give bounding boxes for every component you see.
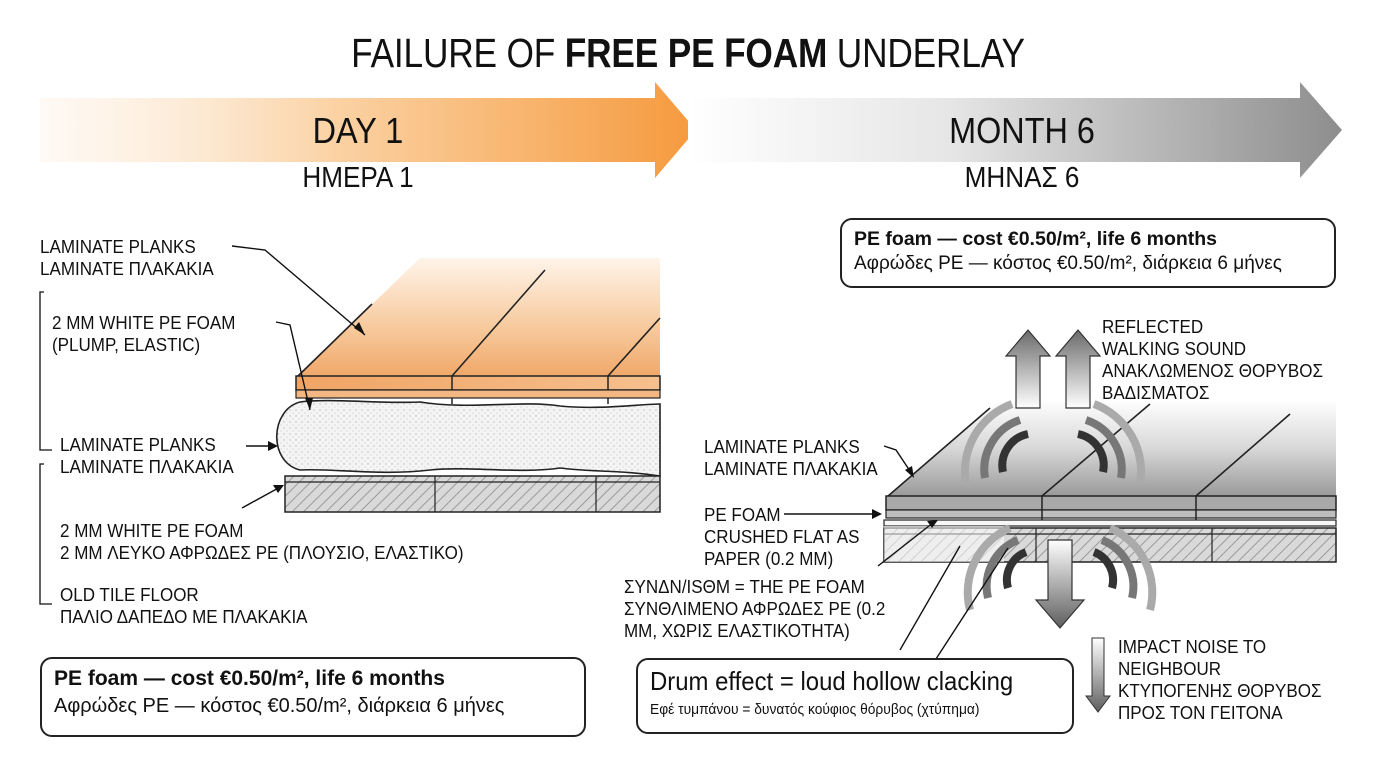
cost-box-month6-line1: PE foam — cost €0.50/m², life 6 months — [854, 228, 1218, 250]
day1-subheader: ΗΜΕΡΑ 1 — [302, 162, 414, 194]
impact-noise-arrow — [1034, 539, 1086, 629]
month6-header: MONTH 6 — [949, 110, 1095, 151]
day1-arrow — [40, 82, 696, 178]
drum-effect-line2: Εφέ τυμπάνου = δυνατός κούφιος θόρυβος (… — [650, 701, 980, 718]
label-laminate-planks-mid: LAMINATE PLANKS LAMINATE ΠΛΑΚΑΚΙΑ — [60, 434, 234, 477]
label-laminate-planks-top: LAMINATE PLANKS LAMINATE ΠΛΑΚΑΚΙΑ — [40, 236, 214, 279]
reflected-sound-arrow-right — [1054, 329, 1102, 409]
page-title: FAILURE OF FREE PE FOAM UNDERLAY — [351, 30, 1025, 76]
reflected-sound-arrow-left — [1004, 329, 1052, 409]
cost-box-day1: PE foam — cost €0.50/m², life 6 months Α… — [40, 657, 586, 737]
label-laminate-planks-right: LAMINATE PLANKS LAMINATE ΠΛΑΚΑΚΙΑ — [704, 436, 878, 479]
cost-box-day1-line2: Αφρώδες PE — κόστος €0.50/m², διάρκεια 6… — [54, 695, 505, 717]
label-impact-noise: IMPACT NOISE TO NEIGHBOUR ΚΤΥΠΟΓΕΝΗΣ ΘΟΡ… — [1118, 636, 1322, 723]
cost-box-month6: PE foam — cost €0.50/m², life 6 months Α… — [840, 218, 1336, 288]
impact-legend-arrow — [1085, 637, 1111, 713]
drum-effect-line1: Drum effect = loud hollow clacking — [650, 666, 1014, 696]
month6-arrow — [688, 82, 1342, 178]
label-crushed-foam-greek: ΣΥΝΔΝ/ISΘΜ = THE PE FOAM ΣΥΝΘΛΙΜΕΝΟ ΑΦΡΩ… — [624, 576, 886, 641]
label-old-tile-floor: OLD TILE FLOOR ΠΑΛΙΟ ΔΑΠΕΔΟ ΜΕ ΠΛΑΚΑΚΙΑ — [60, 584, 308, 627]
cost-box-day1-line1: PE foam — cost €0.50/m², life 6 months — [54, 667, 445, 690]
month6-subheader: ΜΗΝΑΣ 6 — [964, 162, 1080, 194]
label-pe-foam: 2 MM WHITE PE FOAM (PLUMP, ELASTIC) — [52, 312, 236, 355]
label-pe-foam-greek: 2 MM WHITE PE FOAM 2 MM ΛΕΥΚΟ ΑΦΡΩΔΕΣ ΡΕ… — [60, 520, 464, 563]
cost-box-month6-line2: Αφρώδες PE — κόστος €0.50/m², διάρκεια 6… — [854, 253, 1282, 274]
sound-waves-lower — [963, 524, 1157, 612]
label-pe-foam-crushed: PE FOAM CRUSHED FLAT AS PAPER (0.2 MM) — [704, 504, 860, 569]
label-reflected-sound: REFLECTED WALKING SOUND ΑΝΑΚΛΩΜΕΝΟΣ ΘΟΡΥ… — [1102, 316, 1324, 403]
day1-header: DAY 1 — [312, 110, 404, 151]
sound-waves-upper — [960, 400, 1146, 485]
drum-effect-box: Drum effect = loud hollow clacking Εφέ τ… — [636, 658, 1074, 734]
